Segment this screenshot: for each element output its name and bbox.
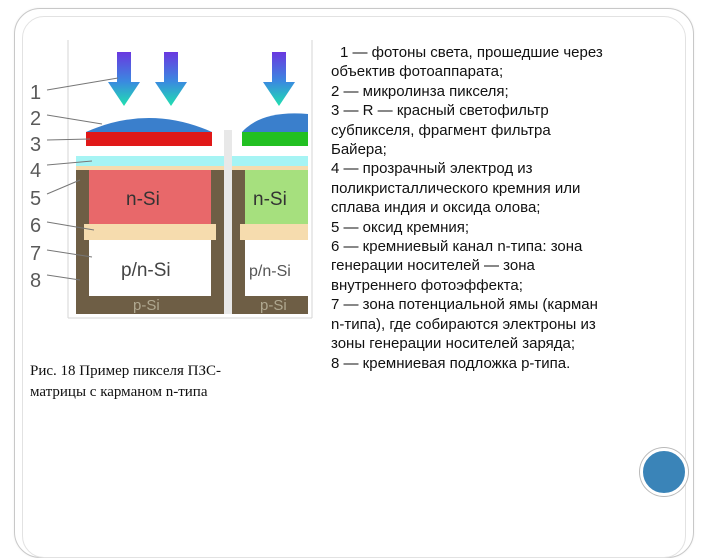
legend-line: 8 — кремниевая подложка p-типа. <box>331 354 571 372</box>
leader-line <box>46 138 91 141</box>
legend-text: 1 — фотоны света, прошедшие через объект… <box>331 43 691 373</box>
label-nsi-left: n-Si <box>126 189 160 210</box>
left-pixel <box>76 118 224 314</box>
right-green-filter <box>242 132 308 146</box>
legend-line: 3 — R — красный светофильтр <box>331 102 549 120</box>
photon-arrow <box>263 52 295 106</box>
label-well-right: p/n-Si <box>249 263 291 280</box>
left-electrode <box>76 156 224 166</box>
caption-line: Рис. 18 Пример пикселя ПЗС- <box>30 363 221 379</box>
photon-arrow <box>155 52 187 106</box>
decorative-circle <box>640 448 688 496</box>
number-label-2: 2 <box>30 108 41 130</box>
leader-line <box>46 221 95 231</box>
legend-line: объектив фотоаппарата; <box>331 63 504 81</box>
leader-line <box>46 274 81 281</box>
ccd-pixel-diagram: 1 2 3 4 5 6 7 8 n-Si n-Si p/n-Si p/n-Si … <box>30 40 313 319</box>
left-microlens <box>86 118 212 132</box>
legend-line: 1 — фотоны света, прошедшие через <box>340 44 603 61</box>
right-oxide-layer <box>240 224 308 240</box>
photon-arrow <box>108 52 140 106</box>
number-label-4: 4 <box>30 160 41 182</box>
legend-line: 5 — оксид кремния; <box>331 218 470 236</box>
legend-line: n-типа), где собираются электроны из <box>331 315 596 333</box>
leader-line <box>46 160 93 166</box>
number-label-8: 8 <box>30 270 41 292</box>
leader-lines <box>46 77 119 281</box>
left-nsi-region <box>89 170 211 224</box>
left-filter-base <box>86 146 212 150</box>
leader-line <box>46 77 119 91</box>
figure-caption: Рис. 18 Пример пикселя ПЗС- матрицы с ка… <box>30 361 300 403</box>
legend-line: генерации носителей — зона <box>331 257 535 275</box>
legend-line: сплава индия и оксида олова; <box>331 199 541 217</box>
photon-arrows <box>108 52 295 106</box>
pixel-separator <box>224 130 232 314</box>
left-red-filter <box>86 132 212 146</box>
number-label-7: 7 <box>30 243 41 265</box>
left-oxide-layer <box>84 224 216 240</box>
legend-line: 2 — микролинза пикселя; <box>331 82 509 100</box>
leader-line <box>46 249 93 258</box>
legend-line: зоны генерации носителей заряда; <box>331 335 576 353</box>
right-well-region <box>245 240 308 296</box>
legend-line: Байера; <box>331 141 387 159</box>
right-nsi-region <box>245 170 308 224</box>
leader-line <box>46 179 81 195</box>
number-label-1: 1 <box>30 82 41 104</box>
legend-line: 6 — кремниевый канал n-типа: зона <box>331 238 583 256</box>
number-label-3: 3 <box>30 134 41 156</box>
number-label-5: 5 <box>30 188 41 210</box>
label-nsi-right: n-Si <box>253 189 287 210</box>
label-well-left: p/n-Si <box>121 260 171 281</box>
label-substrate-left: p-Si <box>133 297 160 314</box>
legend-line: 4 — прозрачный электрод из <box>331 160 533 178</box>
right-microlens <box>242 113 308 132</box>
legend-line: 7 — зона потенциальной ямы (карман <box>331 296 598 314</box>
right-electrode <box>232 156 308 166</box>
label-substrate-right: p-Si <box>260 297 287 314</box>
left-well-region <box>89 240 211 296</box>
number-label-6: 6 <box>30 215 41 237</box>
caption-line: матрицы с карманом n-типа <box>30 384 208 400</box>
legend-line: внутреннего фотоэффекта; <box>331 276 523 294</box>
legend-line: поликристаллического кремния или <box>331 179 581 197</box>
right-pixel <box>232 113 308 314</box>
leader-line <box>46 114 103 125</box>
number-labels: 1 2 3 4 5 6 7 8 <box>30 82 41 292</box>
legend-line: субпикселя, фрагмент фильтра <box>331 121 551 139</box>
